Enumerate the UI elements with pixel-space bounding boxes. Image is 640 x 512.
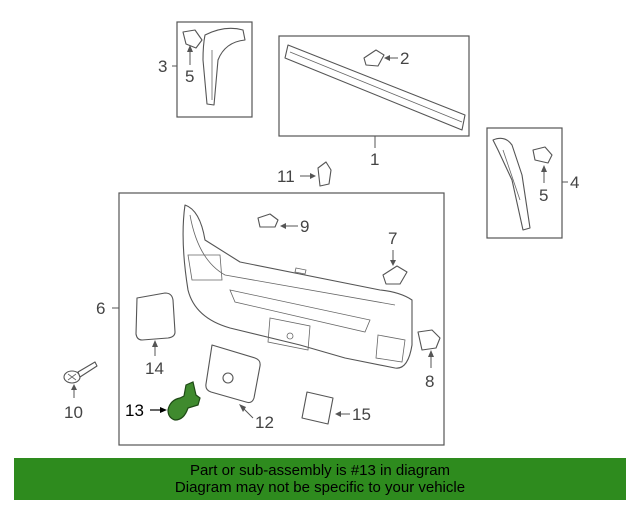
clip-7 [382, 265, 408, 285]
callout-13: 13 [125, 401, 144, 420]
callout-5a: 5 [185, 67, 194, 86]
cover-12-lock [222, 372, 234, 384]
liftgate-trim-panel [182, 204, 413, 369]
leader-9-arrow [280, 223, 286, 229]
clip-2 [363, 49, 385, 67]
leader-14-arrow [152, 340, 158, 347]
liftgate-right-pocket [375, 334, 406, 363]
screw-10-drive [67, 373, 77, 381]
leader-15-arrow [335, 411, 341, 417]
leader-13-arrow [160, 407, 167, 413]
leader-5a-arrow [187, 45, 193, 52]
liftgate-left-pocket [187, 254, 223, 281]
callout-7: 7 [388, 229, 397, 248]
leader-7-arrow [390, 260, 396, 266]
clip-5-right [532, 146, 553, 164]
callout-9: 9 [300, 217, 309, 236]
clip-9 [257, 213, 279, 228]
clip-8 [417, 329, 441, 351]
cover-12 [205, 344, 261, 404]
screw-10-shank [77, 361, 98, 378]
callout-14: 14 [145, 359, 164, 378]
leader-2-arrow [384, 55, 390, 61]
parts-diagram: 5 3 2 1 5 4 11 6 9 7 8 [63, 21, 579, 446]
callout-6: 6 [96, 299, 105, 318]
leader-10-arrow [71, 384, 77, 390]
liftgate-latch-hole [286, 332, 294, 340]
callout-5b: 5 [539, 186, 548, 205]
callout-2: 2 [400, 49, 409, 68]
clip-11 [317, 161, 332, 187]
callout-11: 11 [277, 167, 295, 186]
callout-4: 4 [570, 173, 579, 192]
part-info-banner: Part or sub-assembly is #13 in diagram D… [14, 458, 626, 500]
leader-12-arrow [239, 404, 246, 412]
banner-line-2: Diagram may not be specific to your vehi… [174, 479, 466, 496]
liftgate-handle-recess [229, 289, 371, 333]
leader-5b-arrow [541, 165, 547, 172]
callout-15: 15 [352, 405, 371, 424]
liftgate-emblem-slot [294, 267, 307, 275]
liftgate-upper-contour [189, 214, 396, 306]
part-13-highlighted [167, 381, 201, 421]
callout-12: 12 [255, 413, 274, 432]
pillar-trim-left [202, 27, 246, 106]
banner-line-1: Part or sub-assembly is #13 in diagram [189, 462, 451, 479]
sill-trim-panel [284, 44, 466, 131]
pillar-trim-right [492, 137, 531, 231]
pillar-trim-right-edge [502, 149, 521, 201]
leader-8-arrow [428, 350, 434, 357]
leader-12 [242, 407, 254, 419]
callout-1: 1 [370, 150, 379, 169]
callout-10: 10 [64, 403, 83, 422]
cover-14 [135, 292, 176, 341]
clip-5-upper-left [182, 29, 203, 49]
callout-8: 8 [425, 372, 434, 391]
sill-trim-groove [289, 51, 463, 123]
callout-3: 3 [158, 57, 167, 76]
liftgate-latch-cover-area [267, 317, 311, 351]
pad-15 [301, 391, 334, 425]
leader-11-arrow [310, 173, 316, 179]
